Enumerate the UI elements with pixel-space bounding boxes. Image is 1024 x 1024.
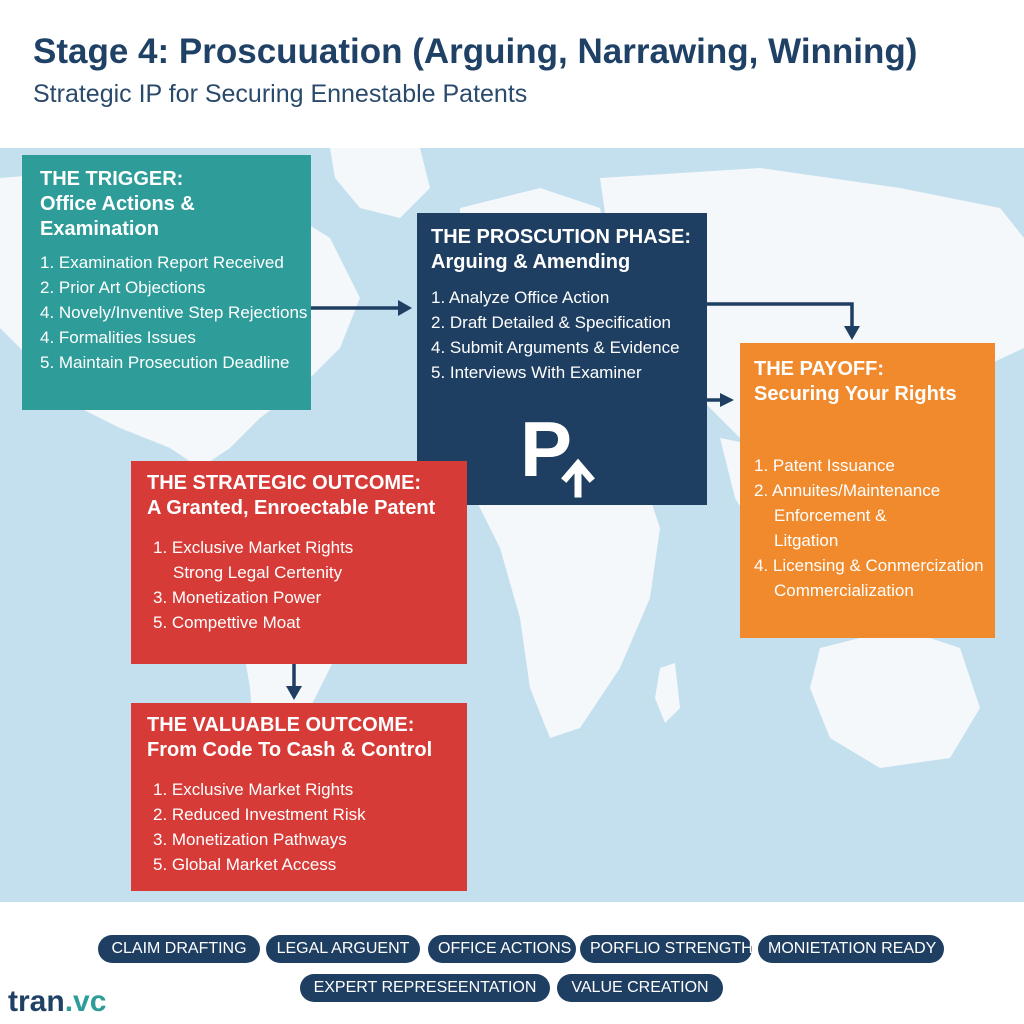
valuable-list: 1. Exclusive Market Rights 2. Reduced In… — [145, 777, 453, 877]
valuable-heading: THE VALUABLE OUTCOME: From Code To Cash … — [145, 713, 453, 763]
list-item: 5. Global Market Access — [153, 855, 337, 874]
list-item: 2. Draft Detailed & Specification — [431, 313, 672, 332]
page-title: Stage 4: Proscuuation (Arguing, Narrawin… — [33, 32, 918, 71]
phase-heading: THE PROSCUTION PHASE: Arguing & Amending — [431, 223, 693, 275]
brand-name-part1: tran — [8, 985, 65, 1018]
list-item: 2. Prior Art Objections — [40, 278, 206, 297]
strategic-list: 1. Exclusive Market Rights Strong Legal … — [145, 535, 453, 635]
list-item: 2. Annuites/Maintenance — [754, 481, 941, 500]
list-item: 4. Formalities Issues — [40, 328, 196, 347]
tag-monetization-ready: MONIETATION READY — [758, 935, 944, 963]
payoff-list: 1. Patent Issuance 2. Annuites/Maintenan… — [754, 453, 984, 603]
list-item: 1. Analyze Office Action — [431, 288, 610, 307]
list-item: 1. Patent Issuance — [754, 456, 895, 475]
brand-name-part2: .vc — [64, 985, 107, 1018]
trigger-box: THE TRIGGER: Office Actions & Examinatio… — [22, 155, 311, 410]
list-item: 3. Monetization Power — [153, 588, 322, 607]
trigger-heading-line3: Examination — [40, 218, 159, 240]
strategic-heading-line2: A Granted, Enroectable Patent — [147, 497, 436, 519]
payoff-box: THE PAYOFF: Securing Your Rights 1. Pate… — [740, 343, 995, 638]
valuable-outcome-box: THE VALUABLE OUTCOME: From Code To Cash … — [131, 703, 467, 891]
prosecution-phase-box: THE PROSCUTION PHASE: Arguing & Amending… — [417, 213, 707, 505]
tag-expert-representation: EXPERT REPRESEENTATION — [300, 974, 550, 1002]
payoff-heading-line1: THE PAYOFF: — [754, 358, 885, 380]
strategic-outcome-box: THE STRATEGIC OUTCOME: A Granted, Enroec… — [131, 461, 467, 664]
footer — [0, 902, 1024, 1024]
list-item: 1. Exclusive Market Rights — [153, 780, 354, 799]
tag-office-actions: OFFICE ACTIONS — [428, 935, 576, 963]
trigger-heading-line2: Office Actions & — [40, 193, 195, 215]
list-item: 1. Exclusive Market Rights — [153, 538, 354, 557]
strategic-heading-line1: THE STRATEGIC OUTCOME: — [147, 472, 422, 494]
list-item: 1. Examination Report Received — [40, 253, 284, 272]
brand-logo: tran.vc — [8, 985, 106, 1019]
list-item: 4. Novely/Inventive Step Rejections — [40, 303, 308, 322]
tag-portfolio-strength: PORFLIO STRENGTH — [580, 935, 753, 963]
tag-value-creation: VALUE CREATION — [557, 974, 723, 1002]
strategic-heading: THE STRATEGIC OUTCOME: A Granted, Enroec… — [145, 471, 453, 521]
phase-list: 1. Analyze Office Action 2. Draft Detail… — [431, 285, 693, 385]
valuable-heading-line1: THE VALUABLE OUTCOME: — [147, 714, 415, 736]
list-item: 2. Reduced Investment Risk — [153, 805, 366, 824]
payoff-heading-line2: Securing Your Rights — [754, 383, 957, 405]
phase-heading-line1: THE PROSCUTION PHASE: — [431, 226, 692, 248]
list-item: 5. Compettive Moat — [153, 613, 301, 632]
list-item: Litgation — [774, 531, 839, 550]
trigger-heading: THE TRIGGER: Office Actions & Examinatio… — [36, 165, 297, 242]
list-item: 4. Submit Arguments & Evidence — [431, 338, 680, 357]
list-item: Strong Legal Certenity — [173, 563, 343, 582]
list-item: Enforcement & — [774, 506, 887, 525]
tag-legal-argument: LEGAL ARGUENT — [266, 935, 420, 963]
phase-heading-line2: Arguing & Amending — [431, 251, 631, 273]
patent-up-logo-icon: P — [520, 408, 595, 498]
valuable-heading-line2: From Code To Cash & Control — [147, 739, 433, 761]
trigger-heading-line1: THE TRIGGER: — [40, 168, 184, 190]
trigger-list: 1. Examination Report Received 2. Prior … — [36, 250, 308, 375]
list-item: Commercialization — [774, 581, 914, 600]
header: Stage 4: Proscuuation (Arguing, Narrawin… — [0, 0, 1024, 148]
payoff-heading: THE PAYOFF: Securing Your Rights — [754, 353, 981, 407]
page-subtitle: Strategic IP for Securing Ennestable Pat… — [33, 80, 528, 108]
list-item: 5. Interviews With Examiner — [431, 363, 642, 382]
tag-claim-drafting: CLAIM DRAFTING — [98, 935, 260, 963]
list-item: 4. Licensing & Conmercization — [754, 556, 984, 575]
list-item: 3. Monetization Pathways — [153, 830, 347, 849]
list-item: 5. Maintain Prosecution Deadline — [40, 353, 290, 372]
